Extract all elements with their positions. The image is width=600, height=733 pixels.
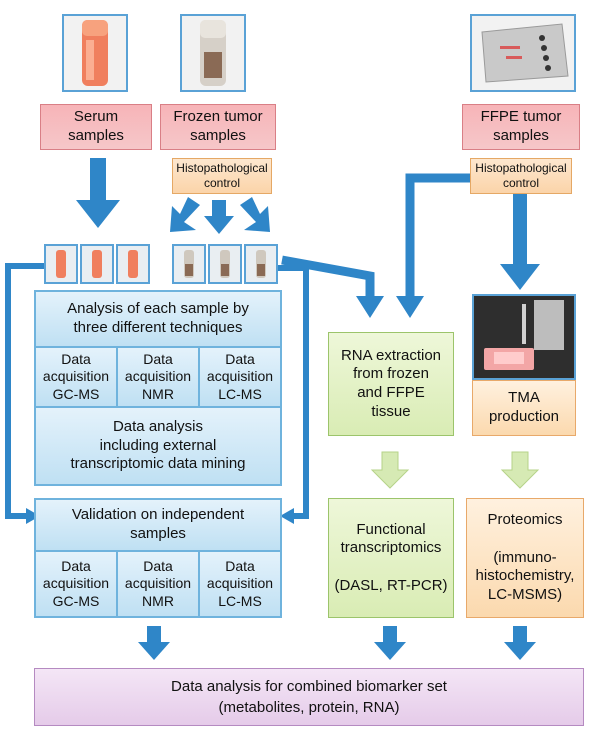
rna-extraction-box: RNA extraction from frozen and FFPE tiss…: [328, 332, 454, 436]
tma-machine-photo: [472, 294, 576, 380]
arrow-frozen-to-rna: [281, 255, 384, 318]
functional-transcriptomics-box: Functional transcriptomics (DASL, RT-PCR…: [328, 498, 454, 618]
ffpe-block-photo: [470, 14, 576, 92]
analysis-acq-gcms: Data acquisition GC-MS: [35, 347, 117, 407]
serum-tube-thumb-3: [116, 244, 150, 284]
serum-samples-box: Serum samples: [40, 104, 152, 150]
histo-control-frozen: Histopathological control: [172, 158, 272, 194]
frozen-tube-thumb-1: [172, 244, 206, 284]
arrow-ffpe-to-rna: [396, 173, 470, 318]
histo-control-ffpe: Histopathological control: [470, 158, 572, 194]
analysis-acq-nmr: Data acquisition NMR: [117, 347, 199, 407]
arrow-transcriptomics-to-combined: [374, 626, 406, 660]
validation-title: Validation on independent samples: [35, 499, 281, 551]
analysis-block: Analysis of each sample by three differe…: [34, 290, 282, 486]
arrow-frozen-to-validation: [278, 265, 309, 524]
validation-acq-gcms: Data acquisition GC-MS: [35, 551, 117, 617]
arrow-rna-to-transcriptomics: [370, 451, 410, 489]
arrow-tma-to-proteomics: [500, 451, 540, 489]
combined-line-1: Data analysis for combined biomarker set: [171, 678, 447, 695]
analysis-acq-lcms: Data acquisition LC-MS: [199, 347, 281, 407]
arrow-serum-to-validation: [5, 263, 44, 524]
serum-tube-photo: [62, 14, 128, 92]
arrow-proteomics-to-combined: [504, 626, 536, 660]
frozen-tube-thumb-2: [208, 244, 242, 284]
ffpe-samples-box: FFPE tumor samples: [462, 104, 580, 150]
proteomics-box: Proteomics (immuno- histochemistry, LC-M…: [466, 498, 584, 618]
arrow-histo-three: [170, 197, 270, 234]
frozen-tube-thumb-3: [244, 244, 278, 284]
frozen-samples-box: Frozen tumor samples: [160, 104, 276, 150]
arrow-validation-to-combined: [138, 626, 170, 660]
validation-acq-lcms: Data acquisition LC-MS: [199, 551, 281, 617]
analysis-data-analysis: Data analysis including external transcr…: [35, 407, 281, 485]
arrow-ffpe-to-tma: [500, 194, 540, 290]
analysis-title: Analysis of each sample by three differe…: [35, 291, 281, 347]
arrow-serum-down: [76, 158, 120, 228]
tma-production-box: TMA production: [472, 380, 576, 436]
combined-biomarker-box: Data analysis for combined biomarker set…: [34, 668, 584, 726]
serum-tube-thumb-1: [44, 244, 78, 284]
serum-tube-thumb-2: [80, 244, 114, 284]
validation-acq-nmr: Data acquisition NMR: [117, 551, 199, 617]
frozen-tube-photo: [180, 14, 246, 92]
combined-line-2: (metabolites, protein, RNA): [218, 699, 400, 716]
validation-block: Validation on independent samples Data a…: [34, 498, 282, 618]
